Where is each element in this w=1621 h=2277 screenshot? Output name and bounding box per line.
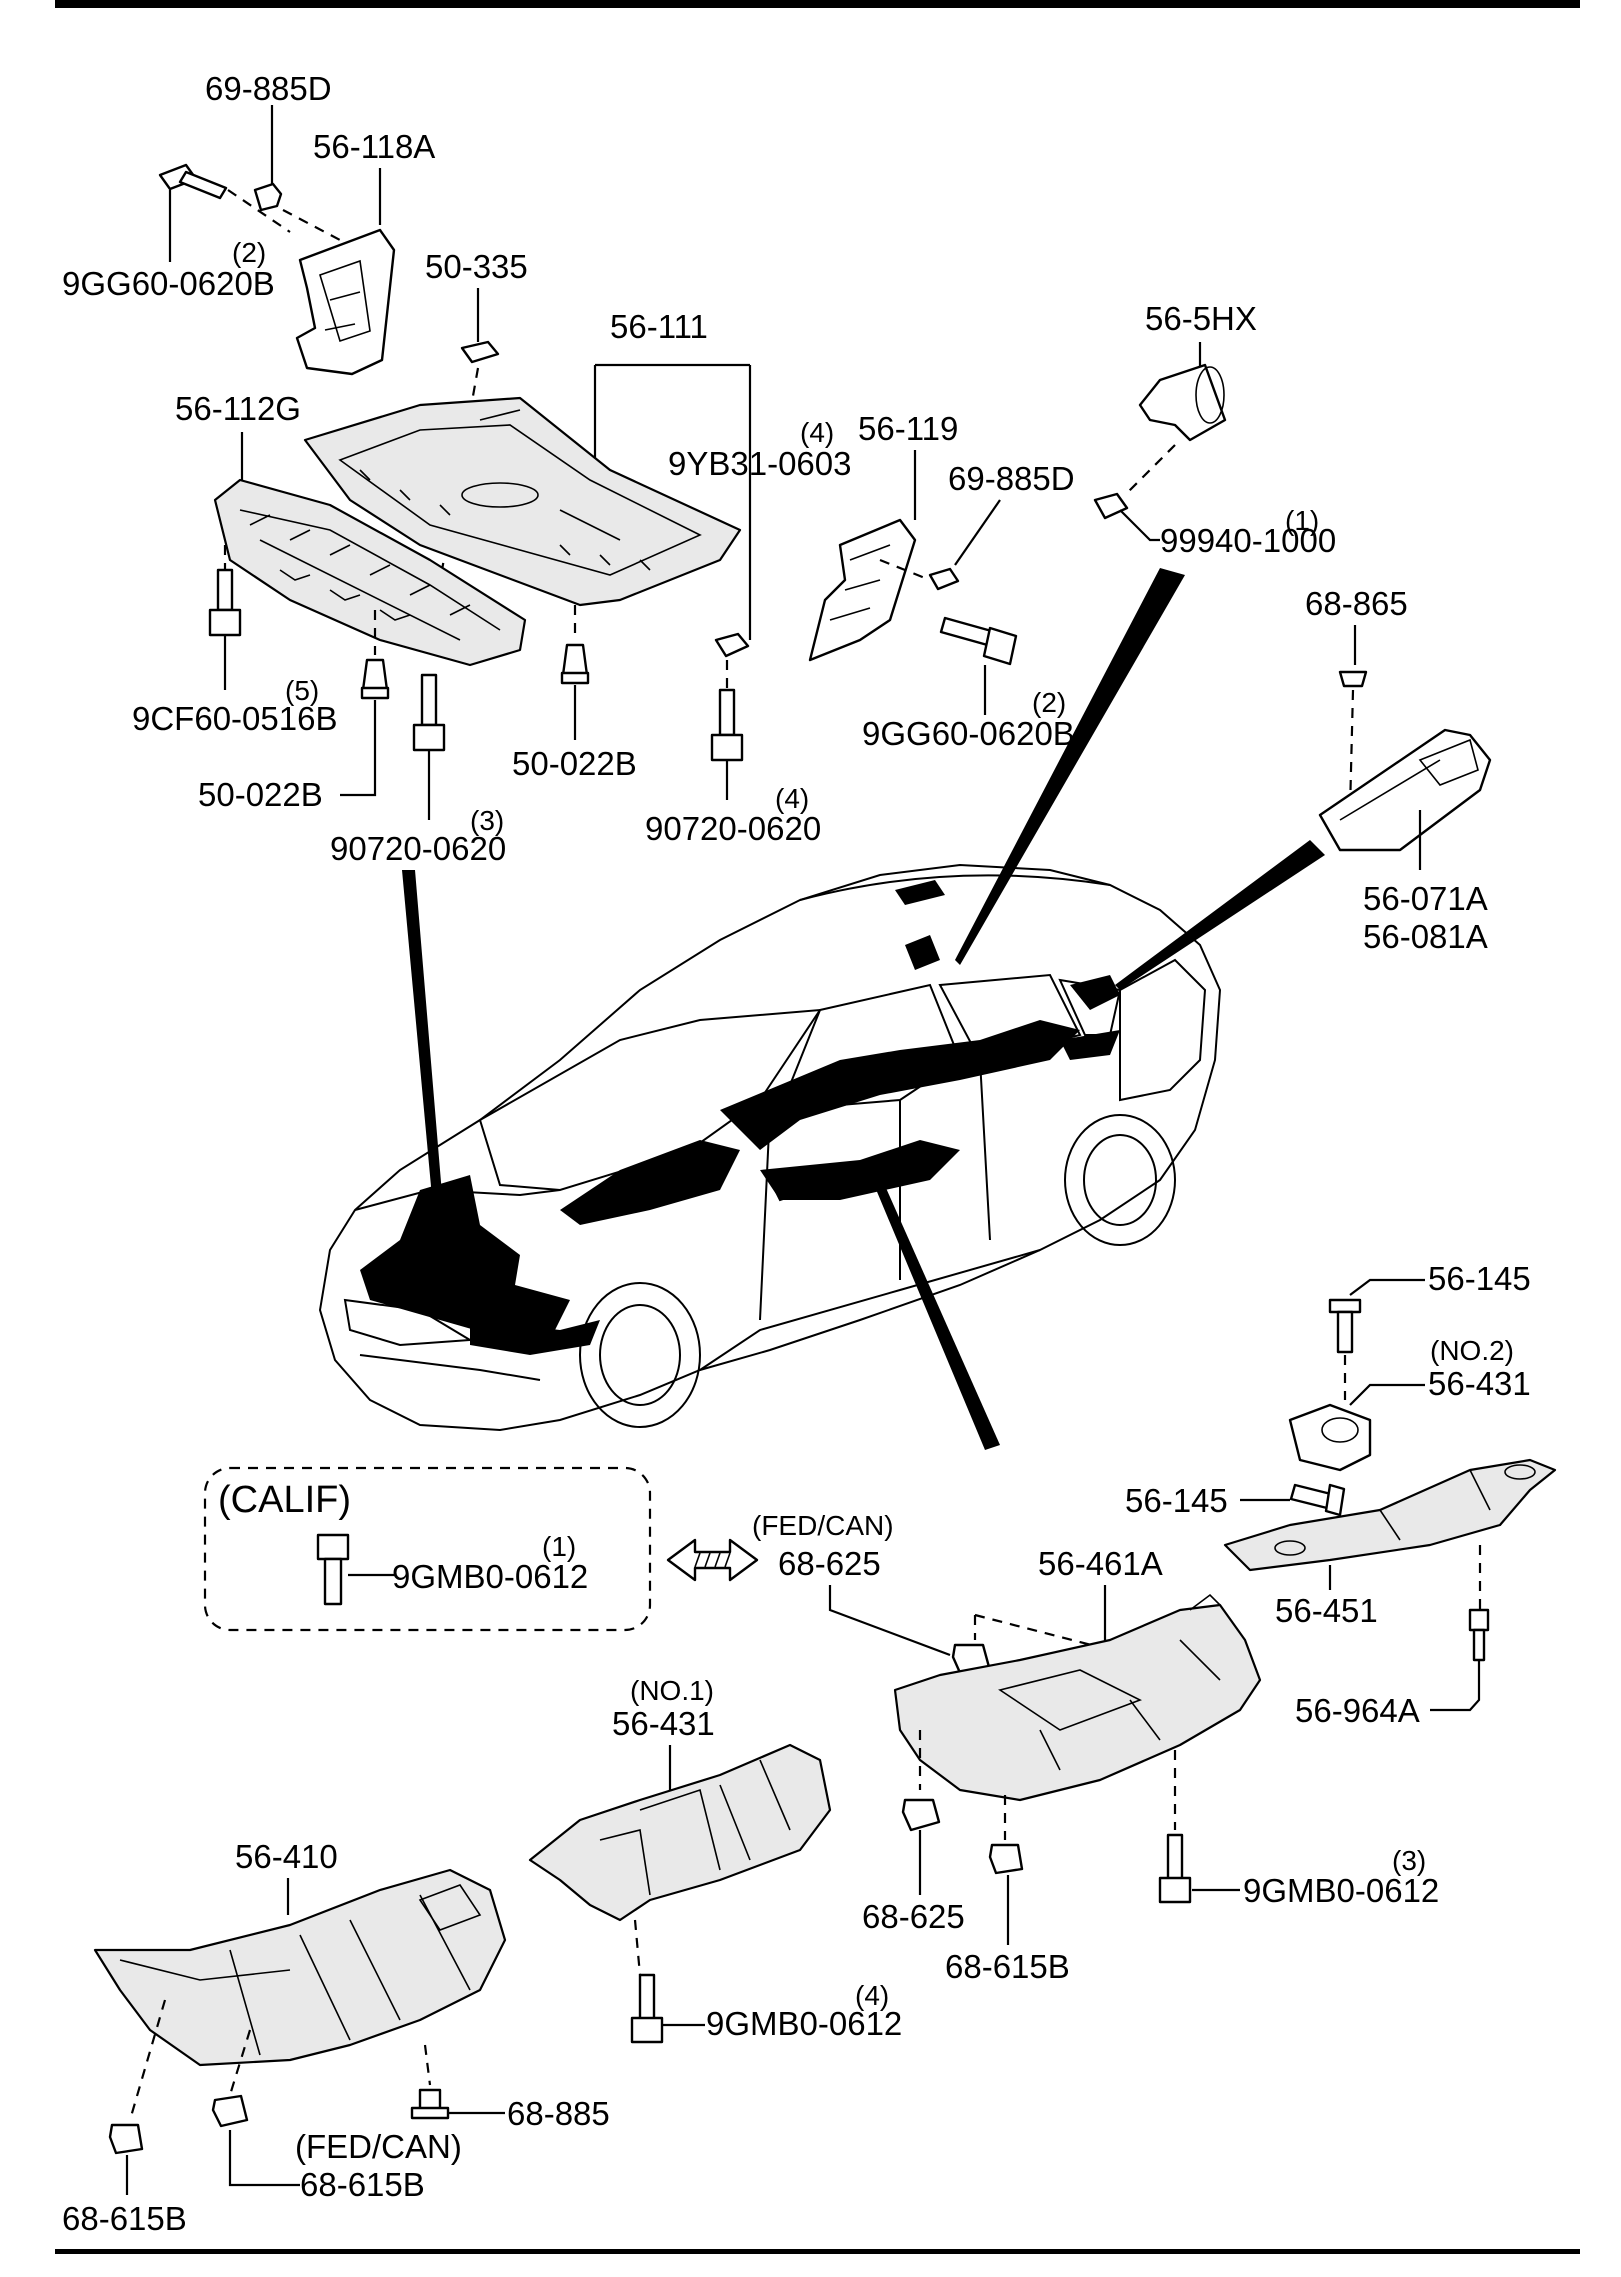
insulator-56-071A: 56-071A 56-081A <box>1318 728 1492 955</box>
bolt-56-145-top: 56-145 <box>1328 1260 1531 1400</box>
nut-9YB31-0603: (4) 9YB31-0603 <box>668 417 851 658</box>
qty-56-431-no2: (NO.2) <box>1430 1335 1514 1366</box>
fedcan-bottom: (FED/CAN) <box>295 2128 462 2165</box>
bolt-9GG60-right: (2) 9GG60-0620B <box>862 616 1075 752</box>
label-68-625-bottom: 68-625 <box>862 1898 965 1935</box>
pointer-rear-bracket <box>955 568 1185 965</box>
label-56-119: 56-119 <box>858 410 958 447</box>
clip-50-022B-left: 50-022B <box>198 610 390 813</box>
qty-9GG60-top: (2) <box>232 237 266 268</box>
nut-50-335: 50-335 <box>425 248 528 571</box>
calif-title: (CALIF) <box>218 1479 351 1521</box>
nut-68-625-top: (FED/CAN) 68-625 <box>752 1510 1131 1677</box>
underbody-parts <box>360 880 1120 1355</box>
qty-56-431-no1: (NO.1) <box>630 1675 714 1706</box>
label-9GMB0-calif: 9GMB0-0612 <box>392 1558 588 1595</box>
bolt-90720-0620-right: (4) 90720-0620 <box>645 660 821 847</box>
car-body <box>318 863 1222 1432</box>
bolt-9GG60-top: (2) 9GG60-0620B <box>62 163 275 302</box>
label-50-022B-mid: 50-022B <box>512 745 637 782</box>
bolt-56-964A: 56-964A <box>1295 1608 1490 1729</box>
insulator-56-431-no2: (NO.2) 56-431 <box>1288 1335 1531 1472</box>
qty-90720-right: (4) <box>775 783 809 814</box>
fastener-68-865: 68-865 <box>1305 585 1408 811</box>
front-cover-56-112G: 56-112G <box>175 390 527 667</box>
label-56-410: 56-410 <box>235 1838 338 1875</box>
label-69-885D-top: 69-885D <box>205 70 332 107</box>
label-50-335: 50-335 <box>425 248 528 285</box>
label-69-885D-right: 69-885D <box>948 460 1075 497</box>
insulator-56-410: 56-410 <box>93 1838 507 2121</box>
label-56-431-no1: 56-431 <box>612 1705 715 1742</box>
nut-99940-1000: (1) 99940-1000 <box>1093 492 1336 559</box>
label-9GMB0-4: 9GMB0-0612 <box>706 2005 902 2042</box>
clip-50-022B-mid: 50-022B <box>512 605 637 782</box>
label-56-145-top: 56-145 <box>1428 1260 1531 1297</box>
label-9YB31: 9YB31-0603 <box>668 445 851 482</box>
under-cover-56-111 <box>303 396 742 607</box>
label-9GG60-top: 9GG60-0620B <box>62 265 275 302</box>
alternate-arrow <box>666 1538 759 1582</box>
top-rule <box>55 0 1580 8</box>
clip-69-885D-right: 69-885D <box>879 460 1075 591</box>
label-68-625-top: 68-625 <box>778 1545 881 1582</box>
qty-9GMB0-3: (3) <box>1392 1845 1426 1876</box>
nut-68-615B-left: 68-615B <box>62 2123 187 2237</box>
label-68-615B-fedcan: 68-615B <box>300 2166 425 2203</box>
label-56-081A: 56-081A <box>1363 918 1488 955</box>
label-56-461A: 56-461A <box>1038 1545 1163 1582</box>
bolt-9CF60-0516B: (5) 9CF60-0516B <box>132 545 337 737</box>
label-50-022B-left: 50-022B <box>198 776 323 813</box>
label-68-865: 68-865 <box>1305 585 1408 622</box>
shield-56-119: 56-119 <box>808 410 958 662</box>
bolt-9GMB0-4: (4) 9GMB0-0612 <box>630 1973 902 2044</box>
label-90720-right: 90720-0620 <box>645 810 821 847</box>
label-56-112G: 56-112G <box>175 390 301 427</box>
label-56-111: 56-111 <box>610 308 708 345</box>
bottom-rule <box>55 2249 1580 2254</box>
label-56-431-no2: 56-431 <box>1428 1365 1531 1402</box>
qty-9GMB0-calif: (1) <box>542 1531 576 1562</box>
nut-68-625-bottom: 68-625 <box>862 1798 965 1935</box>
bolt-56-145-mid: 56-145 <box>1125 1482 1346 1519</box>
label-56-145-mid: 56-145 <box>1125 1482 1228 1519</box>
qty-9YB31: (4) <box>800 417 834 448</box>
clip-69-885D-top: 69-885D <box>205 70 332 212</box>
pointer-rear-insulator <box>1115 840 1325 990</box>
insulator-56-431-no1: (NO.1) 56-431 <box>528 1675 832 1976</box>
label-68-615B-mid: 68-615B <box>945 1948 1070 1985</box>
qty-9CF60: (5) <box>285 675 319 706</box>
label-56-118A: 56-118A <box>313 128 435 165</box>
bracket-56-5HX: 56-5HX <box>1124 300 1257 496</box>
label-99940: 99940-1000 <box>1160 522 1336 559</box>
label-56-451: 56-451 <box>1275 1592 1378 1629</box>
label-group-56-111: 56-111 <box>593 308 752 640</box>
pointer-front-cover <box>402 870 445 1230</box>
qty-9GG60-right: (2) <box>1032 687 1066 718</box>
calif-box: (CALIF) (1) 9GMB0-0612 <box>203 1466 652 1632</box>
pointer-heat-insulator <box>870 1170 1000 1450</box>
nut-68-615B-fedcan: (FED/CAN) 68-615B <box>211 2094 462 2203</box>
bracket-56-118A: 56-118A <box>295 128 435 376</box>
insulator-56-451: 56-451 <box>1223 1458 1557 1629</box>
insulator-56-461A: 56-461A <box>893 1545 1262 1840</box>
bolt-90720-0620-left: (3) 90720-0620 <box>330 673 506 867</box>
bolt-9GMB0-3: (3) 9GMB0-0612 <box>1158 1833 1439 1909</box>
label-9GG60-right: 9GG60-0620B <box>862 715 1075 752</box>
clip-68-885: 68-885 <box>410 2088 610 2132</box>
label-56-5HX: 56-5HX <box>1145 300 1257 337</box>
label-56-964A: 56-964A <box>1295 1692 1420 1729</box>
qty-9GMB0-4: (4) <box>855 1980 889 2011</box>
label-9CF60: 9CF60-0516B <box>132 700 337 737</box>
label-68-885: 68-885 <box>507 2095 610 2132</box>
label-56-071A: 56-071A <box>1363 880 1488 917</box>
fedcan-top: (FED/CAN) <box>752 1510 894 1541</box>
qty-90720-left: (3) <box>470 805 504 836</box>
label-9GMB0-3: 9GMB0-0612 <box>1243 1872 1439 1909</box>
nut-68-615B-mid: 68-615B <box>945 1843 1070 1985</box>
qty-99940: (1) <box>1285 505 1319 536</box>
label-68-615B-left: 68-615B <box>62 2200 187 2237</box>
label-90720-left: 90720-0620 <box>330 830 506 867</box>
